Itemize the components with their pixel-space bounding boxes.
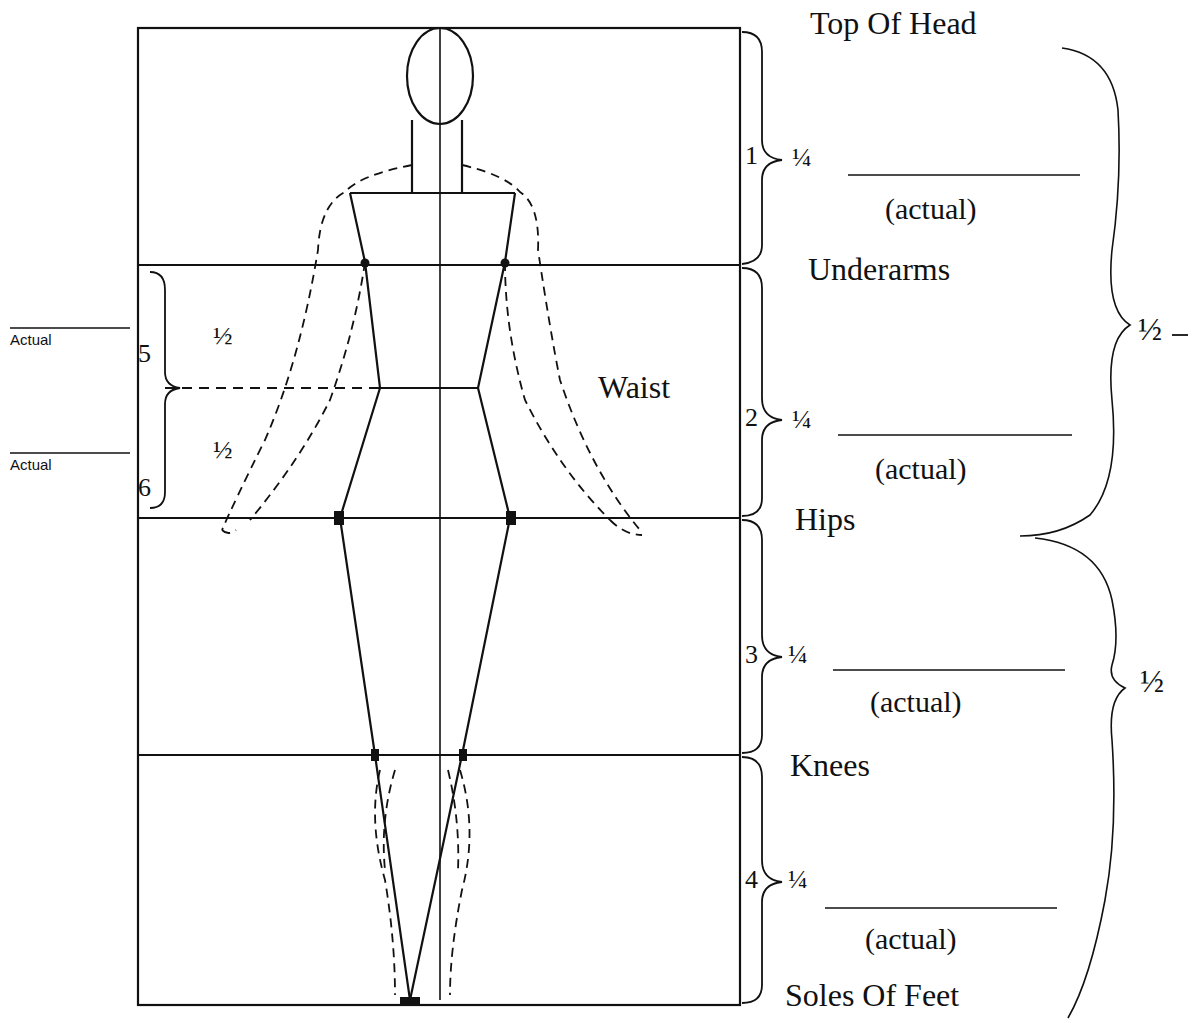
- landmark-label: Top Of Head: [810, 6, 977, 41]
- callout-number: 2: [745, 404, 758, 433]
- measure-note: (actual): [885, 192, 977, 225]
- landmark-label: Soles Of Feet: [785, 978, 959, 1013]
- landmark-label: Knees: [790, 748, 870, 783]
- fraction-label: ½: [1138, 312, 1162, 347]
- callout-number: 3: [745, 641, 758, 670]
- fraction-label: ¼: [788, 866, 808, 895]
- callout-number: 1: [745, 142, 758, 171]
- fraction-label: ½: [1140, 664, 1164, 699]
- fraction-label: ¼: [788, 641, 808, 670]
- measure-note: (actual): [870, 685, 962, 718]
- callout-number: 5: [138, 340, 151, 369]
- landmark-label: Underarms: [808, 252, 950, 287]
- measure-note: Actual: [10, 457, 52, 474]
- landmark-label: Hips: [795, 502, 855, 537]
- fraction-label: ½: [213, 322, 233, 351]
- landmark-label: Waist: [598, 370, 670, 405]
- callout-number: 4: [745, 866, 758, 895]
- fraction-label: ¼: [792, 406, 812, 435]
- callout-number: 6: [138, 474, 151, 503]
- fraction-label: ½: [213, 436, 233, 465]
- measure-note: (actual): [865, 922, 957, 955]
- measure-note: Actual: [10, 332, 52, 349]
- measure-note: (actual): [875, 452, 967, 485]
- fraction-label: ¼: [792, 144, 812, 173]
